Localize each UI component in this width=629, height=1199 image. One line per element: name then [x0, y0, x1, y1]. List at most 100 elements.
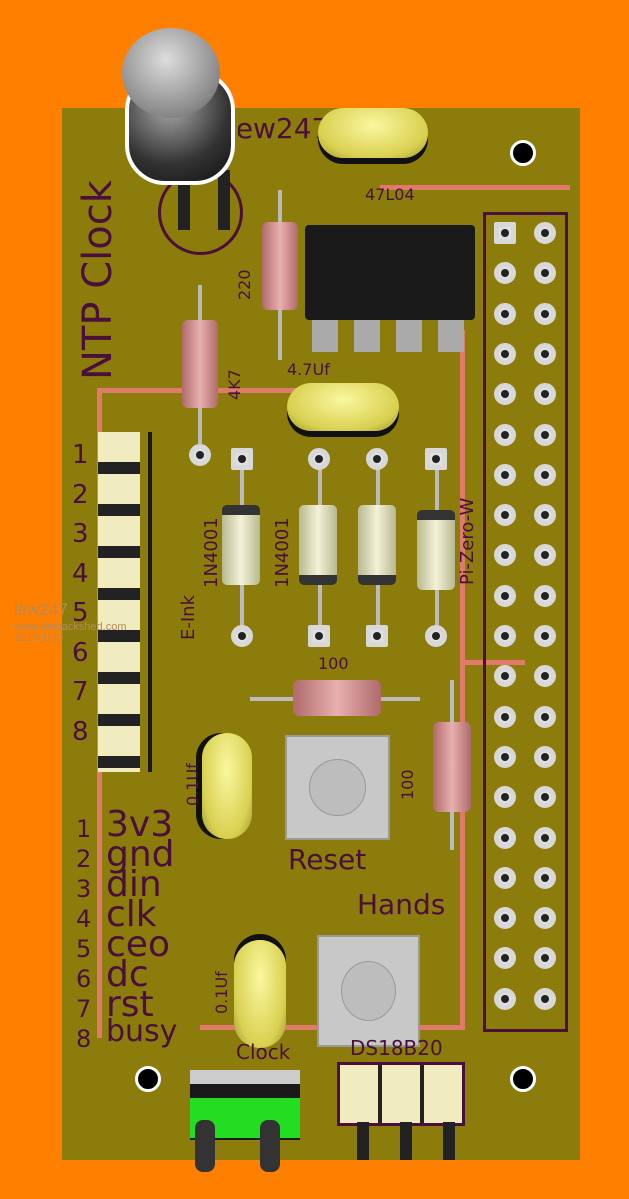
diode-1 [222, 505, 260, 585]
led-leg [218, 170, 230, 230]
r220-label: 220 [235, 269, 254, 300]
pad [308, 625, 330, 647]
pad [231, 625, 253, 647]
author-label: lew247 [228, 112, 330, 145]
watermark-date: 2019/1/30 [14, 632, 63, 644]
eink-pin-number: 6 [72, 637, 89, 668]
gpio-pin [534, 665, 556, 688]
clock-label: Clock [236, 1040, 291, 1064]
gpio-pin [494, 463, 516, 486]
pin-label-name: dc [106, 954, 149, 995]
gpio-pin [494, 826, 516, 849]
gpio-pin [534, 947, 556, 970]
eink-pin-number: 8 [72, 716, 89, 747]
gpio-pin [534, 383, 556, 406]
eink-connector [98, 432, 140, 772]
hands-button[interactable] [317, 935, 420, 1047]
capacitor-4-7uf [287, 383, 399, 431]
watermark-site: www.thebackshed.com [14, 621, 127, 633]
gpio-pin [534, 705, 556, 728]
pin-label-name: rst [106, 984, 154, 1025]
gpio-pin [534, 423, 556, 446]
ic-chip [305, 225, 475, 320]
crystal [318, 108, 428, 158]
mounting-hole [510, 140, 536, 166]
pad [366, 448, 388, 470]
gpio-pin [534, 222, 556, 244]
pin-label-number: 1 [76, 815, 92, 843]
pi-gpio-header [483, 212, 568, 1032]
gpio-pin [494, 262, 516, 285]
gpio-pin [494, 866, 516, 889]
pin-label-name: ceo [106, 924, 170, 965]
pin-label-name: busy [106, 1014, 178, 1049]
eeprom-label: 47L04 [365, 185, 415, 204]
gpio-pin [534, 584, 556, 607]
connector-pin [400, 1122, 412, 1160]
gpio-pin [494, 383, 516, 406]
pin-label-number: 3 [76, 875, 92, 903]
gpio-pin [534, 504, 556, 527]
gpio-pin [534, 625, 556, 647]
gpio-pin [494, 786, 516, 809]
capacitor-0-1uf [202, 733, 252, 839]
connector-pin [260, 1120, 280, 1172]
gpio-pin [494, 705, 516, 728]
resistor-4k7 [182, 320, 218, 408]
gpio-pin [494, 584, 516, 607]
pad [189, 444, 211, 466]
hands-label: Hands [357, 888, 446, 921]
sensor-connector [337, 1062, 465, 1126]
led-leg [178, 170, 190, 230]
gpio-pin [534, 544, 556, 567]
gpio-pin [494, 745, 516, 768]
led-dome [122, 28, 220, 118]
eink-pin-number: 3 [72, 519, 89, 549]
mounting-hole [135, 1066, 161, 1092]
watermark-user: lew247 [14, 600, 68, 619]
gpio-pin [534, 262, 556, 285]
gpio-pin [494, 665, 516, 688]
reset-label: Reset [288, 843, 367, 876]
connector-pin [195, 1120, 215, 1172]
resistor-100-b [433, 722, 471, 812]
gpio-pin [534, 826, 556, 849]
pad [231, 448, 253, 470]
resistor-220 [262, 222, 298, 310]
gpio-pin [494, 987, 516, 1010]
r4k7-label: 4K7 [225, 369, 244, 400]
connector-pin [357, 1122, 369, 1160]
trace [380, 185, 570, 190]
mounting-hole [510, 1066, 536, 1092]
eink-pin-number: 1 [72, 440, 89, 470]
pi-label: Pi-Zero-W [457, 497, 478, 585]
gpio-pin [494, 342, 516, 365]
gpio-pin [534, 866, 556, 889]
reset-button[interactable] [285, 735, 390, 840]
gpio-pin [494, 423, 516, 446]
gpio-pin [534, 302, 556, 325]
pad [308, 448, 330, 470]
gpio-pin [534, 907, 556, 930]
pad [366, 625, 388, 647]
diode-3 [358, 505, 396, 585]
gpio-pin [534, 745, 556, 768]
eink-pin-number: 4 [72, 558, 89, 589]
diode-4 [417, 510, 455, 590]
gpio-pin [494, 947, 516, 970]
eink-pin-number: 2 [72, 479, 89, 510]
r100b-label: 100 [398, 769, 417, 800]
pin-label-name: din [106, 864, 162, 905]
eink-pin-number: 7 [72, 677, 89, 707]
capacitor-0-1uf-b [234, 940, 286, 1048]
pin-label-name: clk [106, 894, 157, 935]
pin-label-number: 7 [76, 995, 92, 1023]
pad [425, 448, 447, 470]
gpio-pin [534, 987, 556, 1010]
cap-a-label: 0.1Uf [183, 763, 202, 806]
gpio-pin [494, 222, 516, 244]
gpio-pin [534, 786, 556, 809]
pin-label-number: 4 [76, 905, 92, 933]
gpio-pin [494, 544, 516, 567]
pin-label-number: 6 [76, 965, 92, 993]
